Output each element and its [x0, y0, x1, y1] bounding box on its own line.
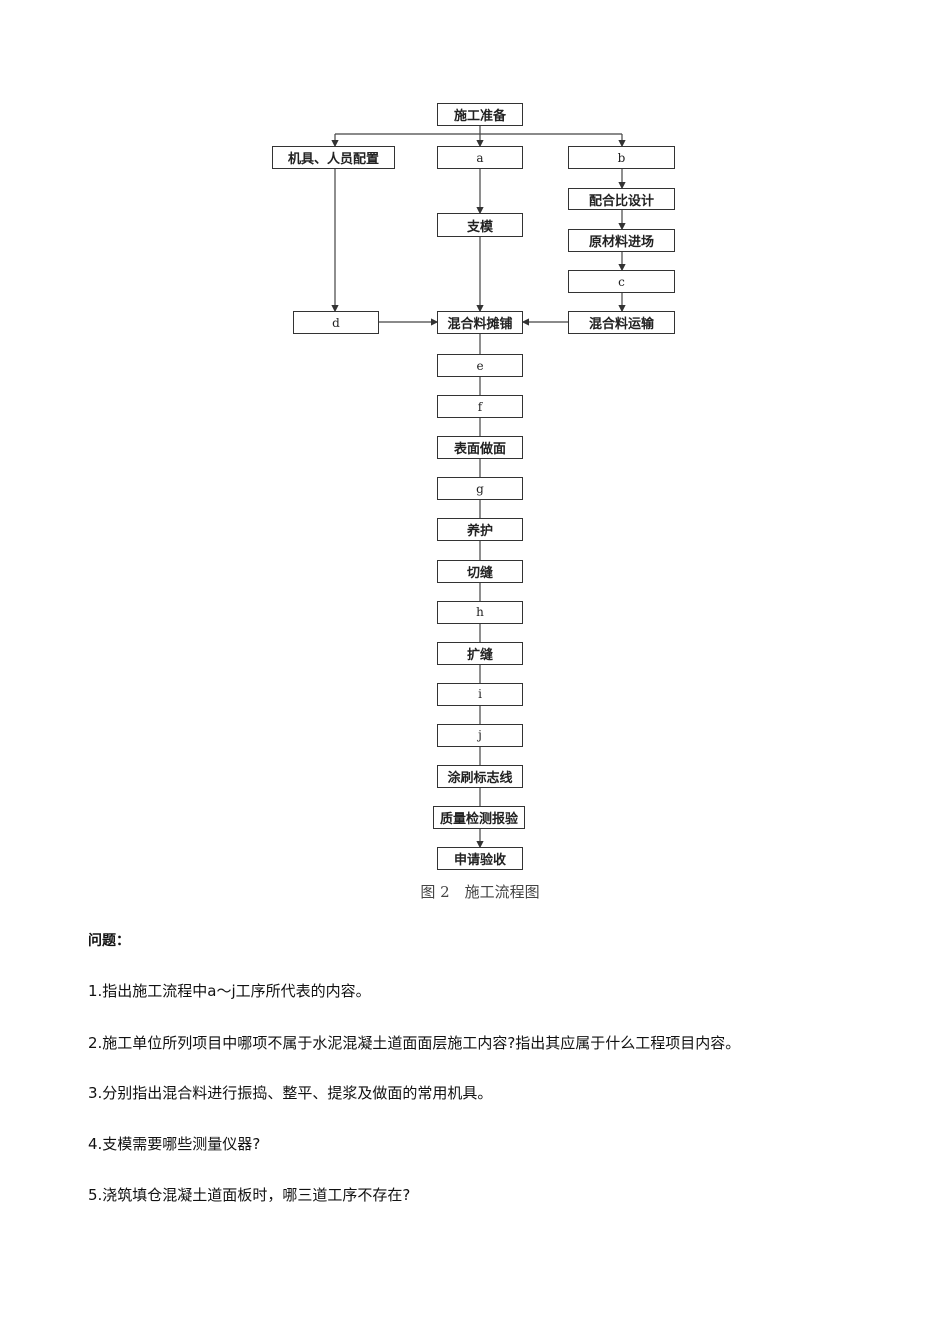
flow-step-chain: h — [437, 600, 523, 624]
flow-step-chain: f — [437, 395, 523, 419]
flow-step-chain: 养护 — [437, 518, 523, 542]
flow-step-start: 施工准备 — [437, 103, 523, 126]
flow-step-mix-transport: 混合料运输 — [568, 311, 675, 334]
flow-step-equipment-staffing: 机具、人员配置 — [272, 146, 395, 169]
flow-step-chain: 质量检测报验 — [433, 806, 525, 830]
question-1: 1.指出施工流程中a～j工序所代表的内容。 — [88, 982, 371, 1000]
flow-step-c: c — [568, 270, 675, 293]
flow-step-chain: 切缝 — [437, 559, 523, 583]
flow-step-chain: 扩缝 — [437, 641, 523, 665]
flow-step-chain: e — [437, 354, 523, 377]
flow-step-mix-design: 配合比设计 — [568, 188, 675, 210]
flow-step-d: d — [293, 311, 379, 334]
question-4: 4.支模需要哪些测量仪器? — [88, 1135, 261, 1153]
flow-step-chain: 涂刷标志线 — [437, 765, 523, 788]
flow-step-chain: i — [437, 682, 523, 706]
flow-step-spreading: 混合料摊铺 — [437, 311, 523, 334]
flowchart-connectors — [331, 126, 626, 849]
questions-heading: 问题： — [88, 933, 130, 949]
flow-step-chain: 表面做面 — [437, 436, 523, 460]
figure-caption: 图 2 施工流程图 — [420, 883, 540, 901]
flow-step-chain: j — [437, 723, 523, 747]
flow-step-chain: g — [437, 477, 523, 501]
flow-step-a: a — [437, 146, 523, 169]
flow-step-chain: 申请验收 — [437, 847, 523, 871]
question-5: 5.浇筑填仓混凝土道面板时，哪三道工序不存在? — [88, 1186, 411, 1204]
question-3: 3.分别指出混合料进行振捣、整平、提浆及做面的常用机具。 — [88, 1084, 493, 1102]
flow-step-material-entry: 原材料进场 — [568, 229, 675, 252]
question-2: 2.施工单位所列项目中哪项不属于水泥混凝土道面面层施工内容?指出其应属于什么工程… — [88, 1034, 741, 1052]
flow-step-b: b — [568, 146, 675, 169]
flow-step-formwork: 支模 — [437, 213, 523, 237]
